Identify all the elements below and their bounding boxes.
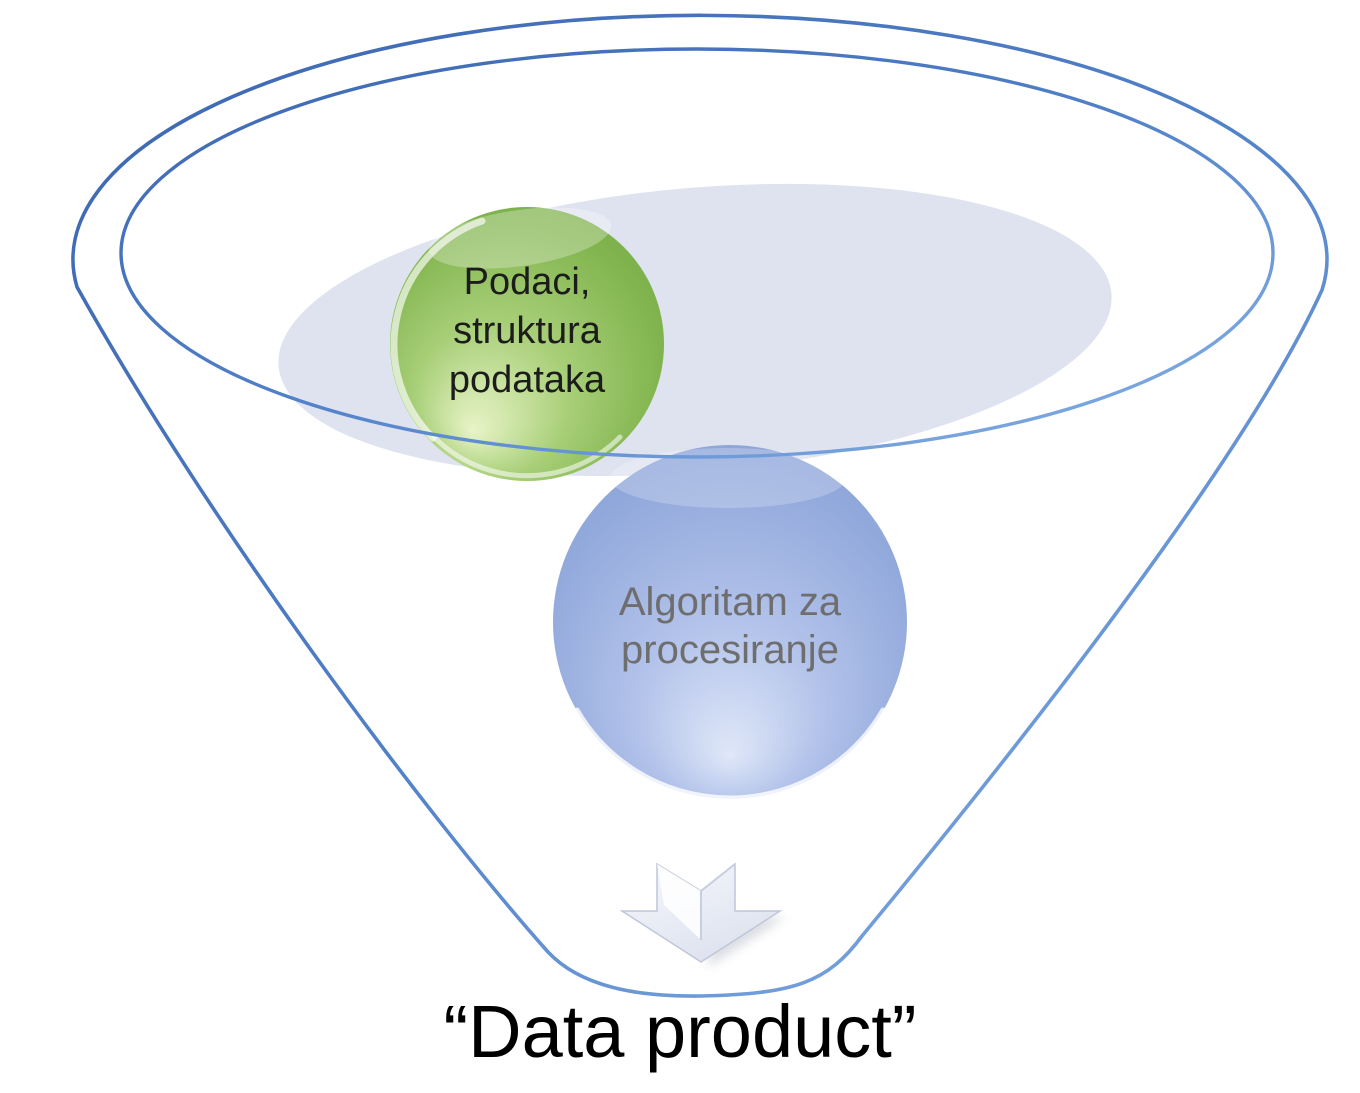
data-bubble-circle — [390, 207, 664, 481]
down-arrow-crease — [700, 863, 736, 940]
algorithm-bubble-bottom-highlight — [574, 707, 886, 801]
data-bubble-label: Podaci, struktura podataka — [377, 258, 677, 405]
data-bubble-label-line: struktura — [453, 310, 601, 352]
funnel-rim-inner — [119, 47, 1275, 459]
data-bubble-label-line: Podaci, — [463, 261, 591, 303]
algorithm-bubble-label: Algoritam za procesiranje — [540, 578, 920, 674]
algorithm-bubble — [553, 445, 907, 801]
algorithm-bubble-top-gloss — [610, 448, 846, 508]
algorithm-bubble-label-line: Algoritam za — [618, 580, 842, 624]
data-bubble — [390, 207, 664, 481]
data-bubble-label-line: podataka — [448, 359, 606, 401]
funnel-outline — [71, 13, 1329, 998]
data-product-caption: “Data product” — [443, 990, 917, 1073]
algorithm-bubble-circle — [553, 445, 907, 799]
down-arrow-icon — [619, 862, 783, 963]
algorithm-bubble-label-line: procesiranje — [621, 628, 839, 672]
data-bubble-rim-highlight — [390, 217, 486, 442]
down-arrow-bevel-highlight — [657, 864, 701, 940]
